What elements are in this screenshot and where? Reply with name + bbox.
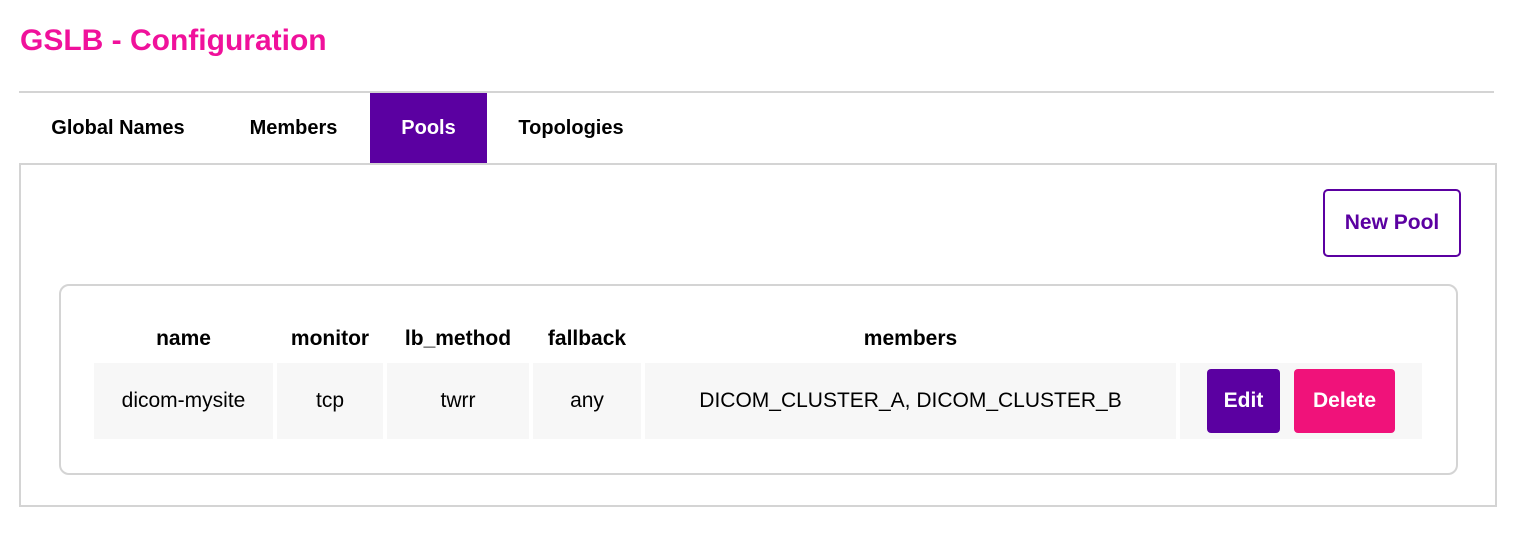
column-header-members: members [863,327,958,350]
title-divider [19,91,1494,93]
page-title: GSLB - Configuration [20,24,327,57]
column-header-fallback: fallback [547,327,627,350]
pools-panel [19,163,1497,507]
new-pool-button[interactable]: New Pool [1323,189,1461,257]
column-header-lb-method: lb_method [404,327,512,350]
tab-global-names[interactable]: Global Names [51,117,185,139]
tab-members[interactable]: Members [249,117,338,139]
cell-monitor: tcp [277,363,383,439]
cell-members: DICOM_CLUSTER_A, DICOM_CLUSTER_B [645,363,1176,439]
tab-pools[interactable]: Pools [370,93,487,164]
cell-pool-name: dicom-mysite [94,363,273,439]
edit-button[interactable]: Edit [1207,369,1280,433]
tab-bar: Global Names Members Pools Topologies [19,93,655,164]
cell-fallback: any [533,363,641,439]
delete-button[interactable]: Delete [1294,369,1395,433]
column-header-monitor: monitor [290,327,370,350]
tab-topologies[interactable]: Topologies [518,117,624,139]
column-header-name: name [156,327,211,350]
cell-lb-method: twrr [387,363,529,439]
